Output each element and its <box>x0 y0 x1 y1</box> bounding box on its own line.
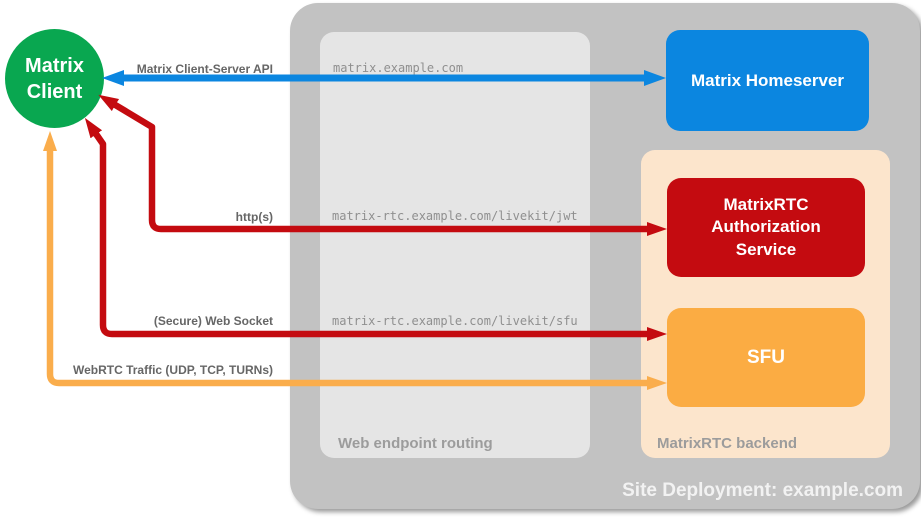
jwt-endpoint-url: matrix-rtc.example.com/livekit/jwt <box>332 209 578 223</box>
client-server-api-label: Matrix Client-Server API <box>136 62 273 76</box>
matrix-homeserver-node: Matrix Homeserver <box>666 30 869 131</box>
https-label: http(s) <box>235 210 273 224</box>
web-endpoint-routing-label: Web endpoint routing <box>338 435 493 452</box>
matrixrtc-authorization-service-node: MatrixRTC Authorization Service <box>667 178 865 277</box>
matrixrtc-backend-label: MatrixRTC backend <box>657 435 798 452</box>
sfu-node: SFU <box>667 308 865 407</box>
matrixrtc-authorization-service-label: MatrixRTC Authorization Service <box>711 194 821 259</box>
homeserver-endpoint-url: matrix.example.com <box>333 61 464 75</box>
site-deployment-title: Site Deployment: example.com <box>622 480 903 501</box>
matrix-homeserver-label: Matrix Homeserver <box>690 70 845 90</box>
matrix-client-node: Matrix Client <box>5 29 104 128</box>
sfu-label: SFU <box>747 346 785 368</box>
web-endpoint-routing-zone <box>320 32 590 458</box>
sfu-endpoint-url: matrix-rtc.example.com/livekit/sfu <box>332 314 578 328</box>
webrtc-traffic-label: WebRTC Traffic (UDP, TCP, TURNs) <box>72 363 273 377</box>
web-socket-label: (Secure) Web Socket <box>153 314 273 328</box>
matrix-client-label-line2: Client <box>26 80 83 103</box>
matrix-client-label-line1: Matrix <box>25 54 84 77</box>
